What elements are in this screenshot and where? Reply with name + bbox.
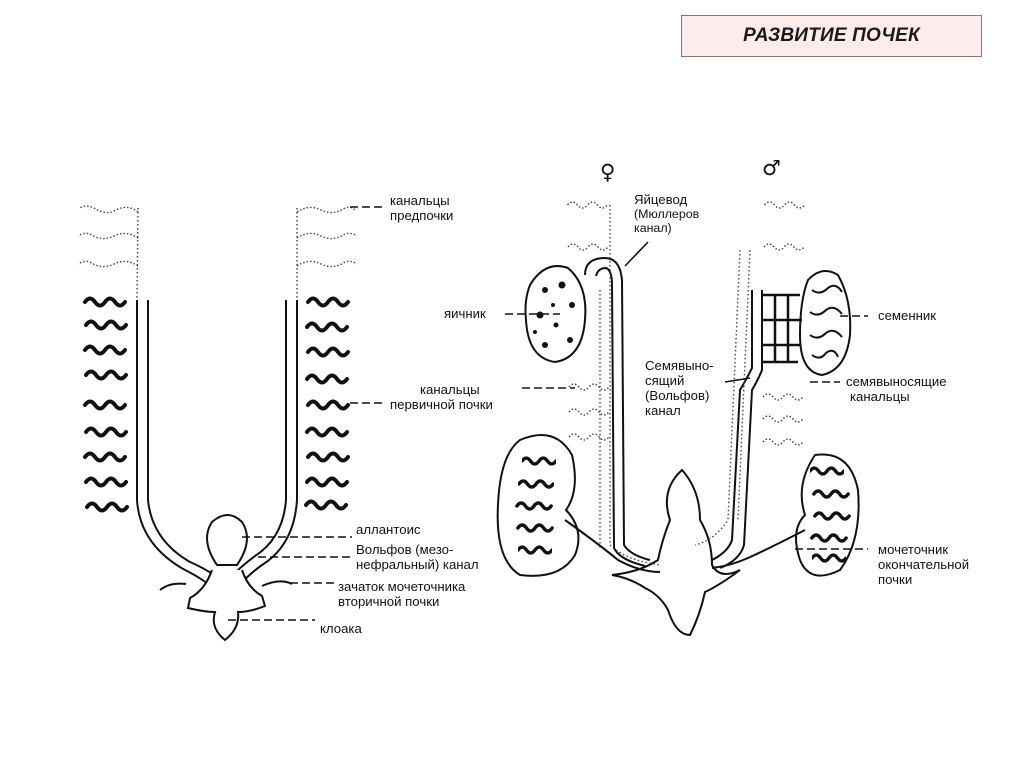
vestigial-duct-male-2 xyxy=(737,249,751,521)
right-diagram-adult-kidney xyxy=(496,201,860,637)
testis xyxy=(798,270,852,377)
vestigial-duct-female xyxy=(609,205,661,566)
wolffian-duct-right-inner xyxy=(235,300,287,573)
vestigial-duct-male xyxy=(694,249,741,546)
efferent-ductules xyxy=(762,293,802,364)
leader-lines-left xyxy=(228,206,385,621)
ureter-right xyxy=(711,529,806,569)
testis-tubules xyxy=(809,284,843,359)
label-testis: семенник xyxy=(878,308,937,323)
ureter-bud-right xyxy=(261,580,293,587)
ovary-follicles xyxy=(533,281,575,348)
pronephros-tubules xyxy=(77,205,358,268)
vas-deferens-inner xyxy=(711,290,753,561)
kidney-right xyxy=(795,453,860,577)
wolffian-duct-right xyxy=(239,300,298,586)
label-cloaca: клоака xyxy=(320,621,362,636)
mesonephros-tubules-left xyxy=(85,299,127,511)
label-wolffian-duct: Вольфов (мезо-нефральный) канал xyxy=(356,542,479,572)
oviduct-inner xyxy=(595,266,646,567)
oviduct xyxy=(584,256,651,561)
vas-deferens xyxy=(719,290,763,569)
pronephros-duct-left xyxy=(136,207,139,301)
ureter-bud-left xyxy=(159,582,187,591)
label-vas-deferens: Семявыно-сящий(Вольфов)канал xyxy=(645,358,714,418)
label-ovary: яичник xyxy=(444,306,486,321)
kidney-left xyxy=(496,434,580,577)
page-title: РАЗВИТИЕ ПОЧЕК xyxy=(743,25,920,46)
cloaca xyxy=(186,569,267,642)
ureter-left xyxy=(564,519,661,573)
vestigial-tubules-male xyxy=(762,201,806,446)
left-diagram-embryonic-kidney xyxy=(77,205,358,642)
wolffian-duct-left-inner xyxy=(147,300,219,579)
leader-lines-right xyxy=(505,241,868,550)
female-symbol: ♀ xyxy=(600,160,616,184)
title-box: РАЗВИТИЕ ПОЧЕК xyxy=(681,15,982,57)
male-symbol: ♂ xyxy=(762,156,781,180)
label-allantois: аллантоис xyxy=(356,522,421,537)
allantois xyxy=(206,514,248,566)
urogenital-sinus xyxy=(611,468,741,637)
mesonephros-tubules-right xyxy=(306,299,348,509)
